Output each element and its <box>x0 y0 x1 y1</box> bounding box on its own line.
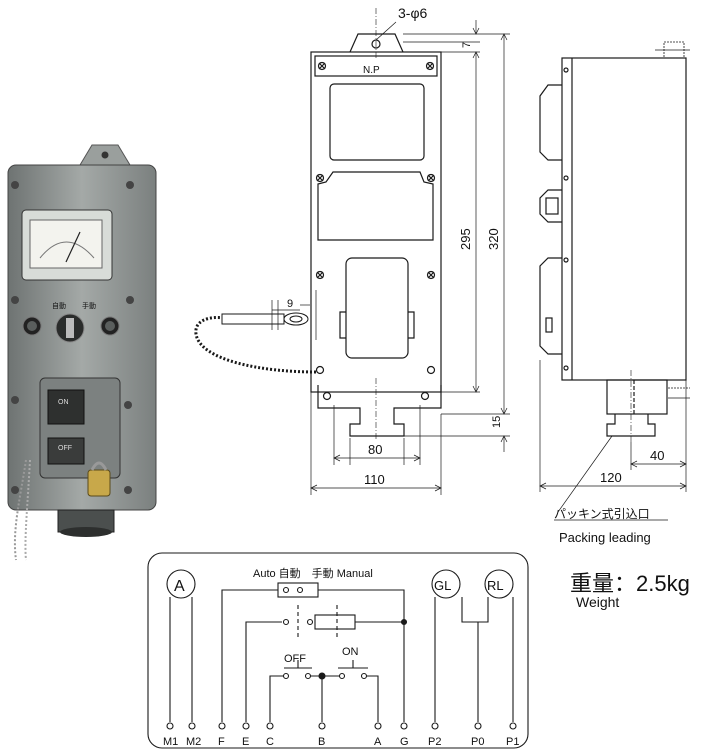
photo-mount-hole <box>101 151 109 159</box>
wiring-frame <box>147 552 529 749</box>
dim-top-offset: 7 <box>461 42 473 48</box>
dim-80: 80 <box>368 442 382 457</box>
dim-15: 15 <box>491 416 503 428</box>
terminal-b: B <box>318 736 325 748</box>
front-button-window <box>345 257 409 359</box>
terminal-p0: P0 <box>471 736 484 748</box>
front-selector-cutout <box>317 171 434 241</box>
manual-switch <box>314 614 356 630</box>
terminal-f: F <box>218 736 225 748</box>
ammeter-symbol <box>166 569 196 599</box>
front-mount-tab <box>349 33 404 53</box>
ammeter-label: A <box>174 578 185 595</box>
photo-label-auto: 自動 <box>52 301 66 310</box>
packing-jp: パッキン式引込口 <box>554 507 650 521</box>
terminal-e: E <box>242 736 249 748</box>
side-dimensions <box>539 360 687 521</box>
lamp-gl-label: GL <box>434 578 451 593</box>
lamp-rl-symbol <box>484 569 514 599</box>
dim-120: 120 <box>600 470 622 485</box>
terminal-p1: P1 <box>506 736 519 748</box>
photo-on-button <box>47 389 85 425</box>
off-label: OFF <box>284 653 306 665</box>
dim-40: 40 <box>650 448 664 463</box>
terminal-a: A <box>374 736 382 748</box>
side-enclosure <box>561 57 687 381</box>
dim-holes: 3-φ6 <box>398 5 428 21</box>
lamp-gl-symbol <box>431 569 461 599</box>
front-chain <box>194 312 317 374</box>
holes-leader <box>375 21 397 41</box>
terminal-labels: M1 M2 F E C B A G P2 P0 P1 <box>163 736 519 748</box>
front-view <box>310 8 442 440</box>
photo-meter-needle <box>65 231 81 263</box>
nameplate-label: N.P <box>363 65 380 76</box>
front-dimensions <box>271 20 510 495</box>
photo-padlock <box>87 469 111 497</box>
photo-chain <box>13 459 27 561</box>
photo-off-label: OFF <box>58 445 72 452</box>
side-view <box>539 41 690 442</box>
side-button-bulge <box>539 257 562 355</box>
terminal-g: G <box>400 736 409 748</box>
wiring-diagram <box>147 552 529 749</box>
weight-jp: 重量：2.5kg <box>570 571 690 596</box>
terminal-p2: P2 <box>428 736 441 748</box>
photo-meter-face <box>29 219 103 269</box>
dim-9: 9 <box>287 298 293 310</box>
on-label: ON <box>342 646 359 658</box>
terminal-m1: M1 <box>163 736 178 748</box>
packing-en: Packing leading <box>559 530 651 545</box>
side-meter-bulge <box>539 84 562 161</box>
front-bottom-flange <box>317 385 442 437</box>
side-cable-gland <box>606 379 668 415</box>
photo-label-manual: 手動 <box>82 301 96 310</box>
front-meter-window <box>329 83 425 161</box>
weight-en: Weight <box>576 594 620 610</box>
photo-off-button <box>47 437 85 465</box>
terminal-m2: M2 <box>186 736 201 748</box>
switch-label: Auto 自動 手動 Manual <box>253 566 373 580</box>
dim-110: 110 <box>364 472 385 487</box>
device-photo: 自動 手動 ON OFF <box>7 144 157 561</box>
lamp-rl-label: RL <box>487 578 504 593</box>
dim-320: 320 <box>486 228 501 250</box>
photo-on-label: ON <box>58 399 69 406</box>
dim-295: 295 <box>458 228 473 250</box>
terminal-c: C <box>266 736 274 748</box>
